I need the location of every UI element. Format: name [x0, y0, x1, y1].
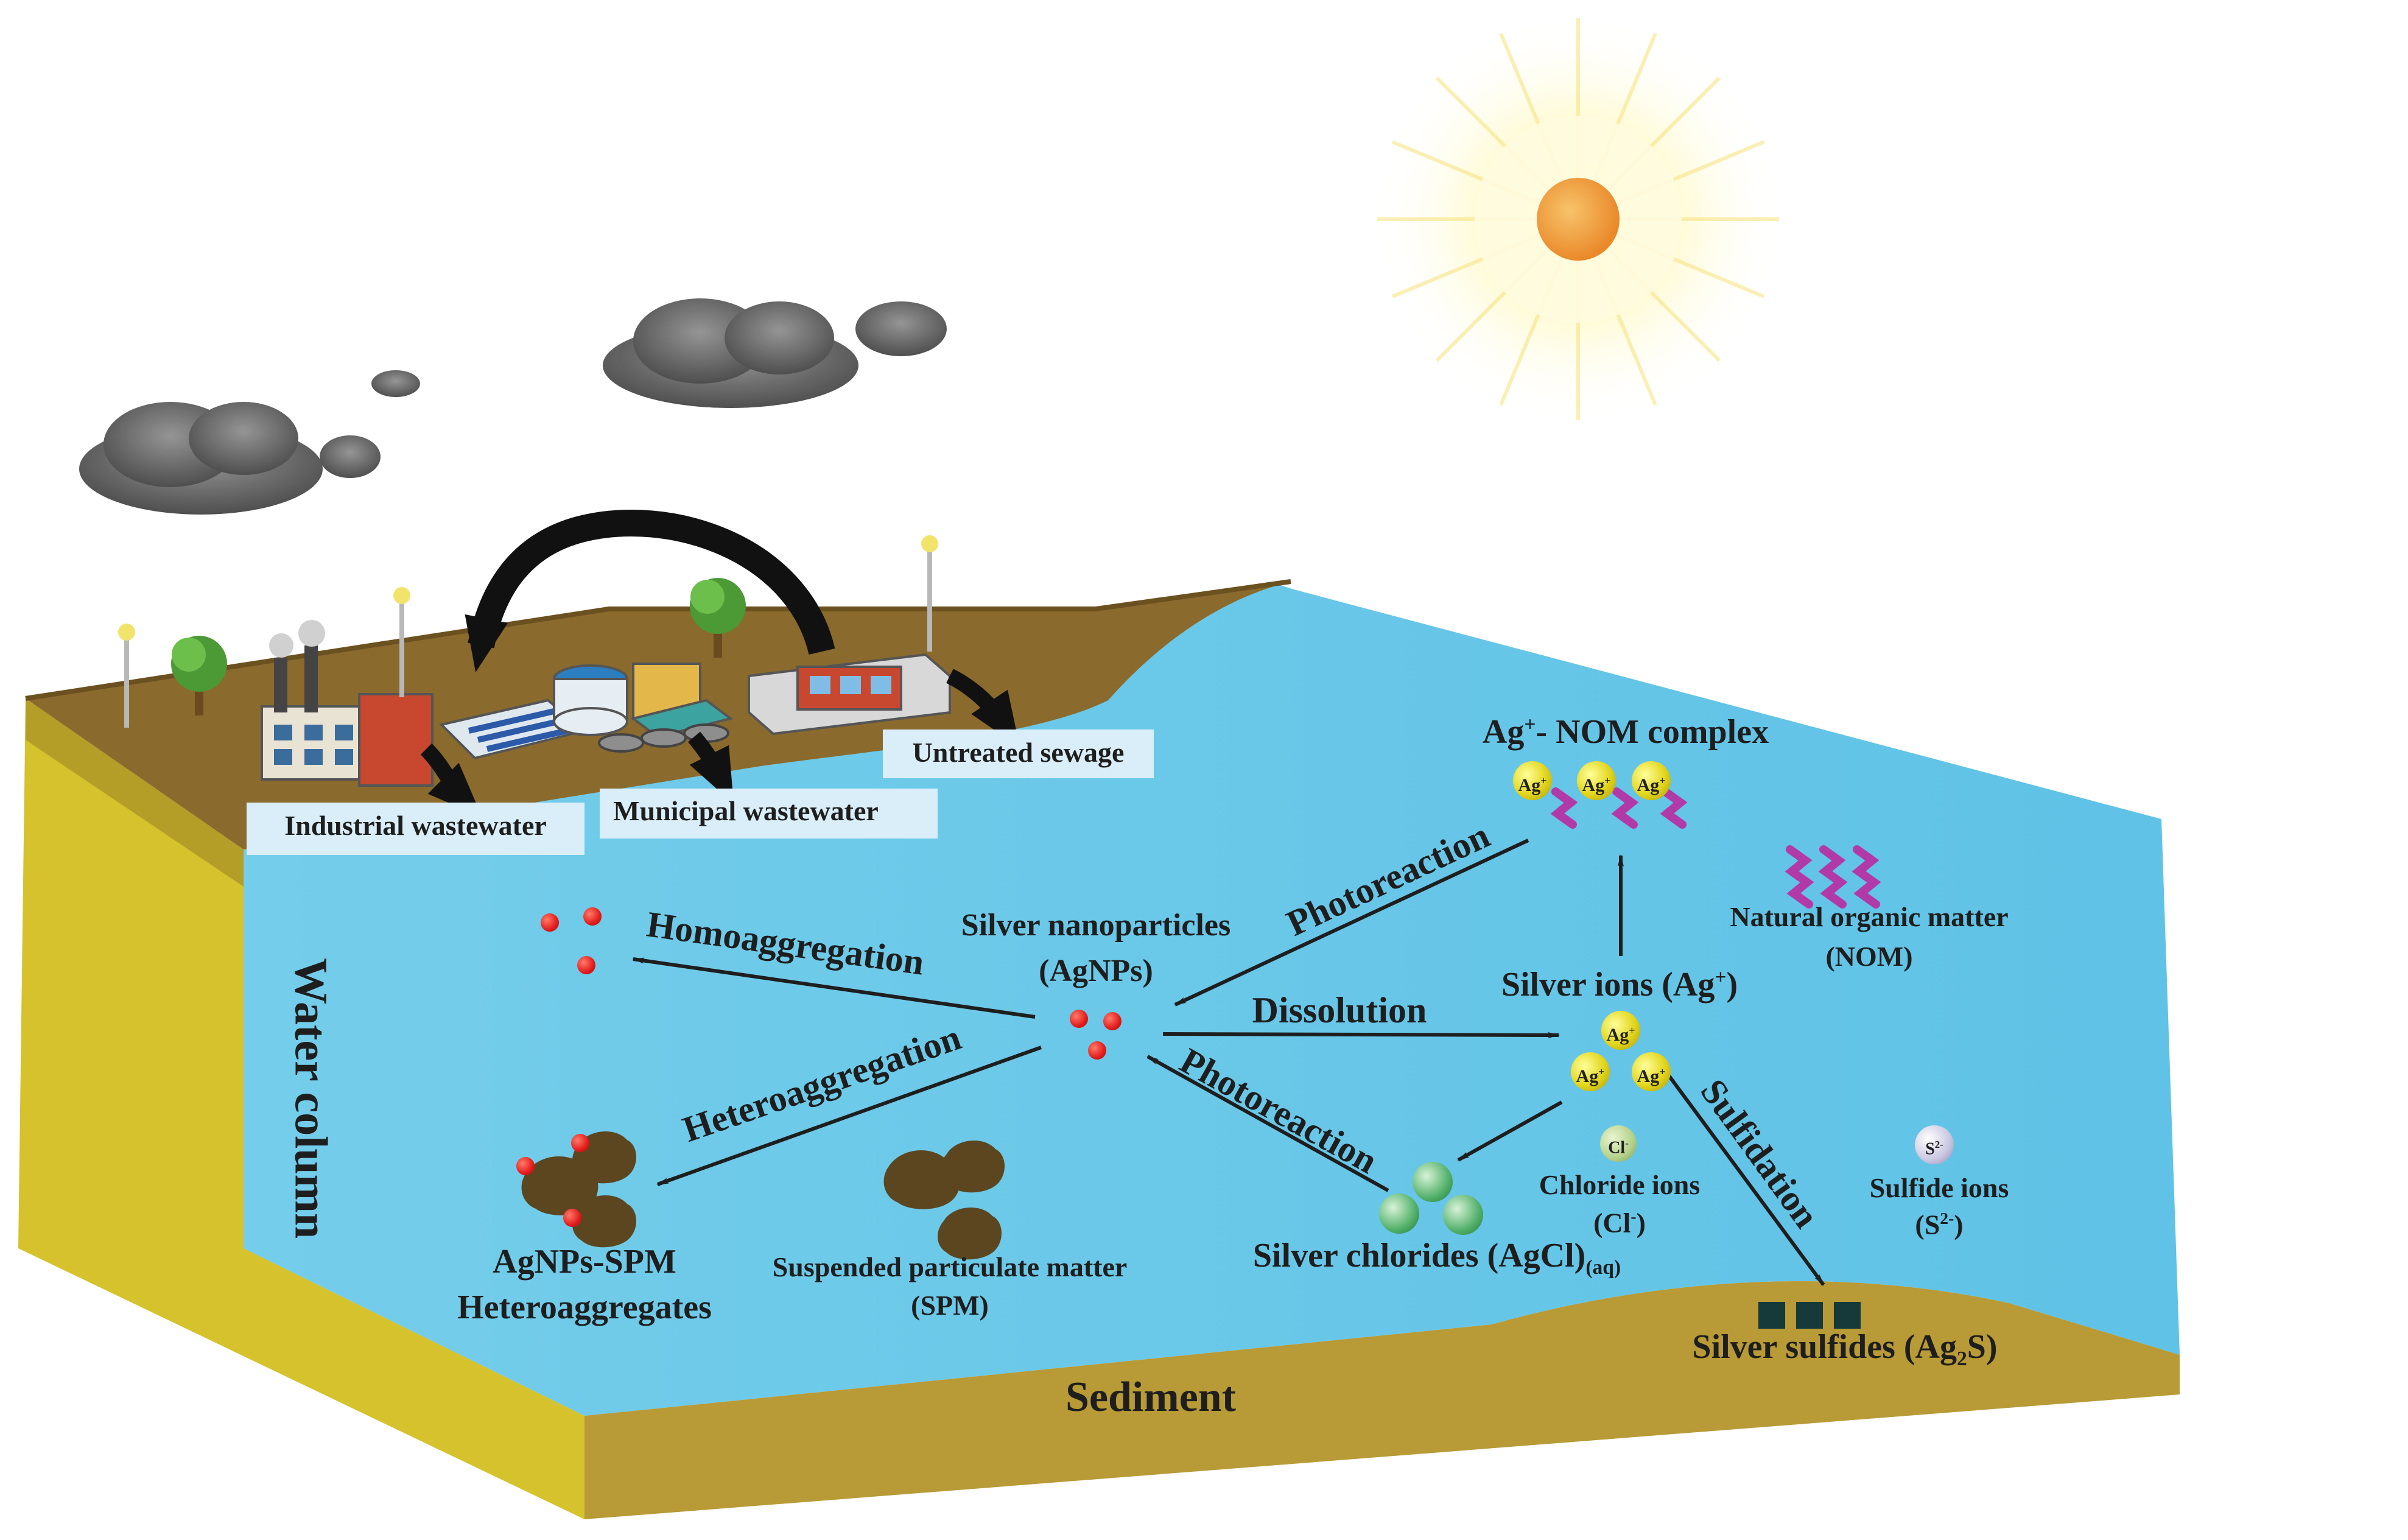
agnp-particle — [516, 1157, 535, 1175]
heteroaggregates-label-line1: AgNPs-SPM — [493, 1243, 676, 1281]
chloride-ion: Cl- — [1600, 1125, 1637, 1162]
nom-icon — [1550, 787, 1881, 909]
silver-ion: Ag+ — [1513, 761, 1552, 800]
silver-sulfides-label: Silver sulfides (Ag2S) — [1692, 1328, 1998, 1371]
nom-label-line1: Natural organic matter — [1730, 901, 2009, 932]
arrow-homoaggregation — [632, 957, 1036, 1019]
agnp-particle — [563, 1209, 581, 1227]
agnp-particle — [577, 956, 595, 974]
arrow-photoreaction-upper — [1174, 839, 1529, 1007]
agnps-label-line2: (AgNPs) — [1039, 954, 1153, 988]
silver-chloride-particle — [1413, 1162, 1453, 1202]
industrial-label-box — [247, 803, 584, 855]
sun-icon — [1371, 12, 1785, 426]
water-column-label: Water column — [285, 958, 337, 1239]
untreated-label-box — [883, 730, 1154, 778]
recirculation-arrow — [465, 510, 835, 673]
silver-ion: Ag+ — [1632, 1052, 1671, 1091]
process-arrows — [632, 839, 1825, 1286]
silver-chloride-particle — [1443, 1195, 1483, 1235]
street-lamp-icon — [118, 535, 938, 728]
agnp-particle — [1070, 1010, 1088, 1028]
chloride-ions-label-line1: Chloride ions — [1539, 1169, 1701, 1200]
cloud-icon — [79, 298, 947, 515]
heteroaggregates-label-line2: Heteroaggregates — [457, 1289, 712, 1326]
silver-ion: Ag+ — [1601, 1011, 1640, 1050]
tree-icon — [171, 578, 746, 716]
silver-sulfide-particle — [1834, 1302, 1861, 1329]
silver-ion: Ag+ — [1571, 1052, 1610, 1091]
left-side-face — [18, 698, 584, 1519]
municipal-label-box — [600, 789, 938, 839]
agnp-particle — [541, 913, 559, 932]
silver-ions-label: Silver ions (Ag+) — [1501, 966, 1738, 1004]
sediment-layer — [584, 1281, 2180, 1519]
agnp-particle — [583, 907, 602, 926]
arrow-to-silver-chloride — [1457, 1100, 1563, 1162]
sulfide-ions-label-line1: Sulfide ions — [1869, 1172, 2009, 1203]
silver-sulfide-particle — [1796, 1302, 1823, 1329]
agnp-particle — [1103, 1012, 1122, 1030]
spm-label-line2: (SPM) — [911, 1290, 989, 1321]
industrial-wastewater-label: Industrial wastewater — [284, 810, 547, 841]
sulfide-ions-label-line2: (S2-) — [1915, 1209, 1964, 1240]
arrow-sulfidation — [1666, 1074, 1825, 1286]
arrow-heteroaggregation — [656, 1046, 1042, 1186]
sulfide-ion: S2- — [1915, 1125, 1954, 1164]
silver-chloride-particle — [1379, 1194, 1419, 1234]
arrow-photoreaction-lower — [1146, 1055, 1389, 1192]
treatment-plant-icon — [439, 663, 734, 760]
house-icon — [748, 653, 951, 736]
chloride-ions-label-line2: (Cl-) — [1593, 1207, 1646, 1239]
agnp-particle — [1088, 1041, 1106, 1060]
silver-chlorides-label: Silver chlorides (AgCl)(aq) — [1252, 1237, 1621, 1279]
silver-ion: Ag+ — [1632, 761, 1671, 800]
sediment-label: Sediment — [1065, 1374, 1236, 1421]
silver-ion: Ag+ — [1577, 761, 1616, 800]
silver-sulfide-particle — [1758, 1302, 1785, 1329]
untreated-sewage-label: Untreated sewage — [912, 737, 1125, 768]
discharge-arrows — [420, 669, 1020, 817]
ag-nom-complex-label: Ag+- NOM complex — [1482, 713, 1769, 751]
agnp-particle — [571, 1134, 589, 1152]
agnps-label-line1: Silver nanoparticles — [961, 908, 1231, 943]
spm-label-line1: Suspended particulate matter — [772, 1251, 1128, 1282]
municipal-wastewater-label: Municipal wastewater — [613, 795, 879, 826]
arrow-dissolution — [1162, 1032, 1560, 1038]
nom-label-line2: (NOM) — [1825, 941, 1913, 972]
dissolution-label: Dissolution — [1252, 990, 1427, 1030]
factory-icon — [261, 620, 434, 787]
